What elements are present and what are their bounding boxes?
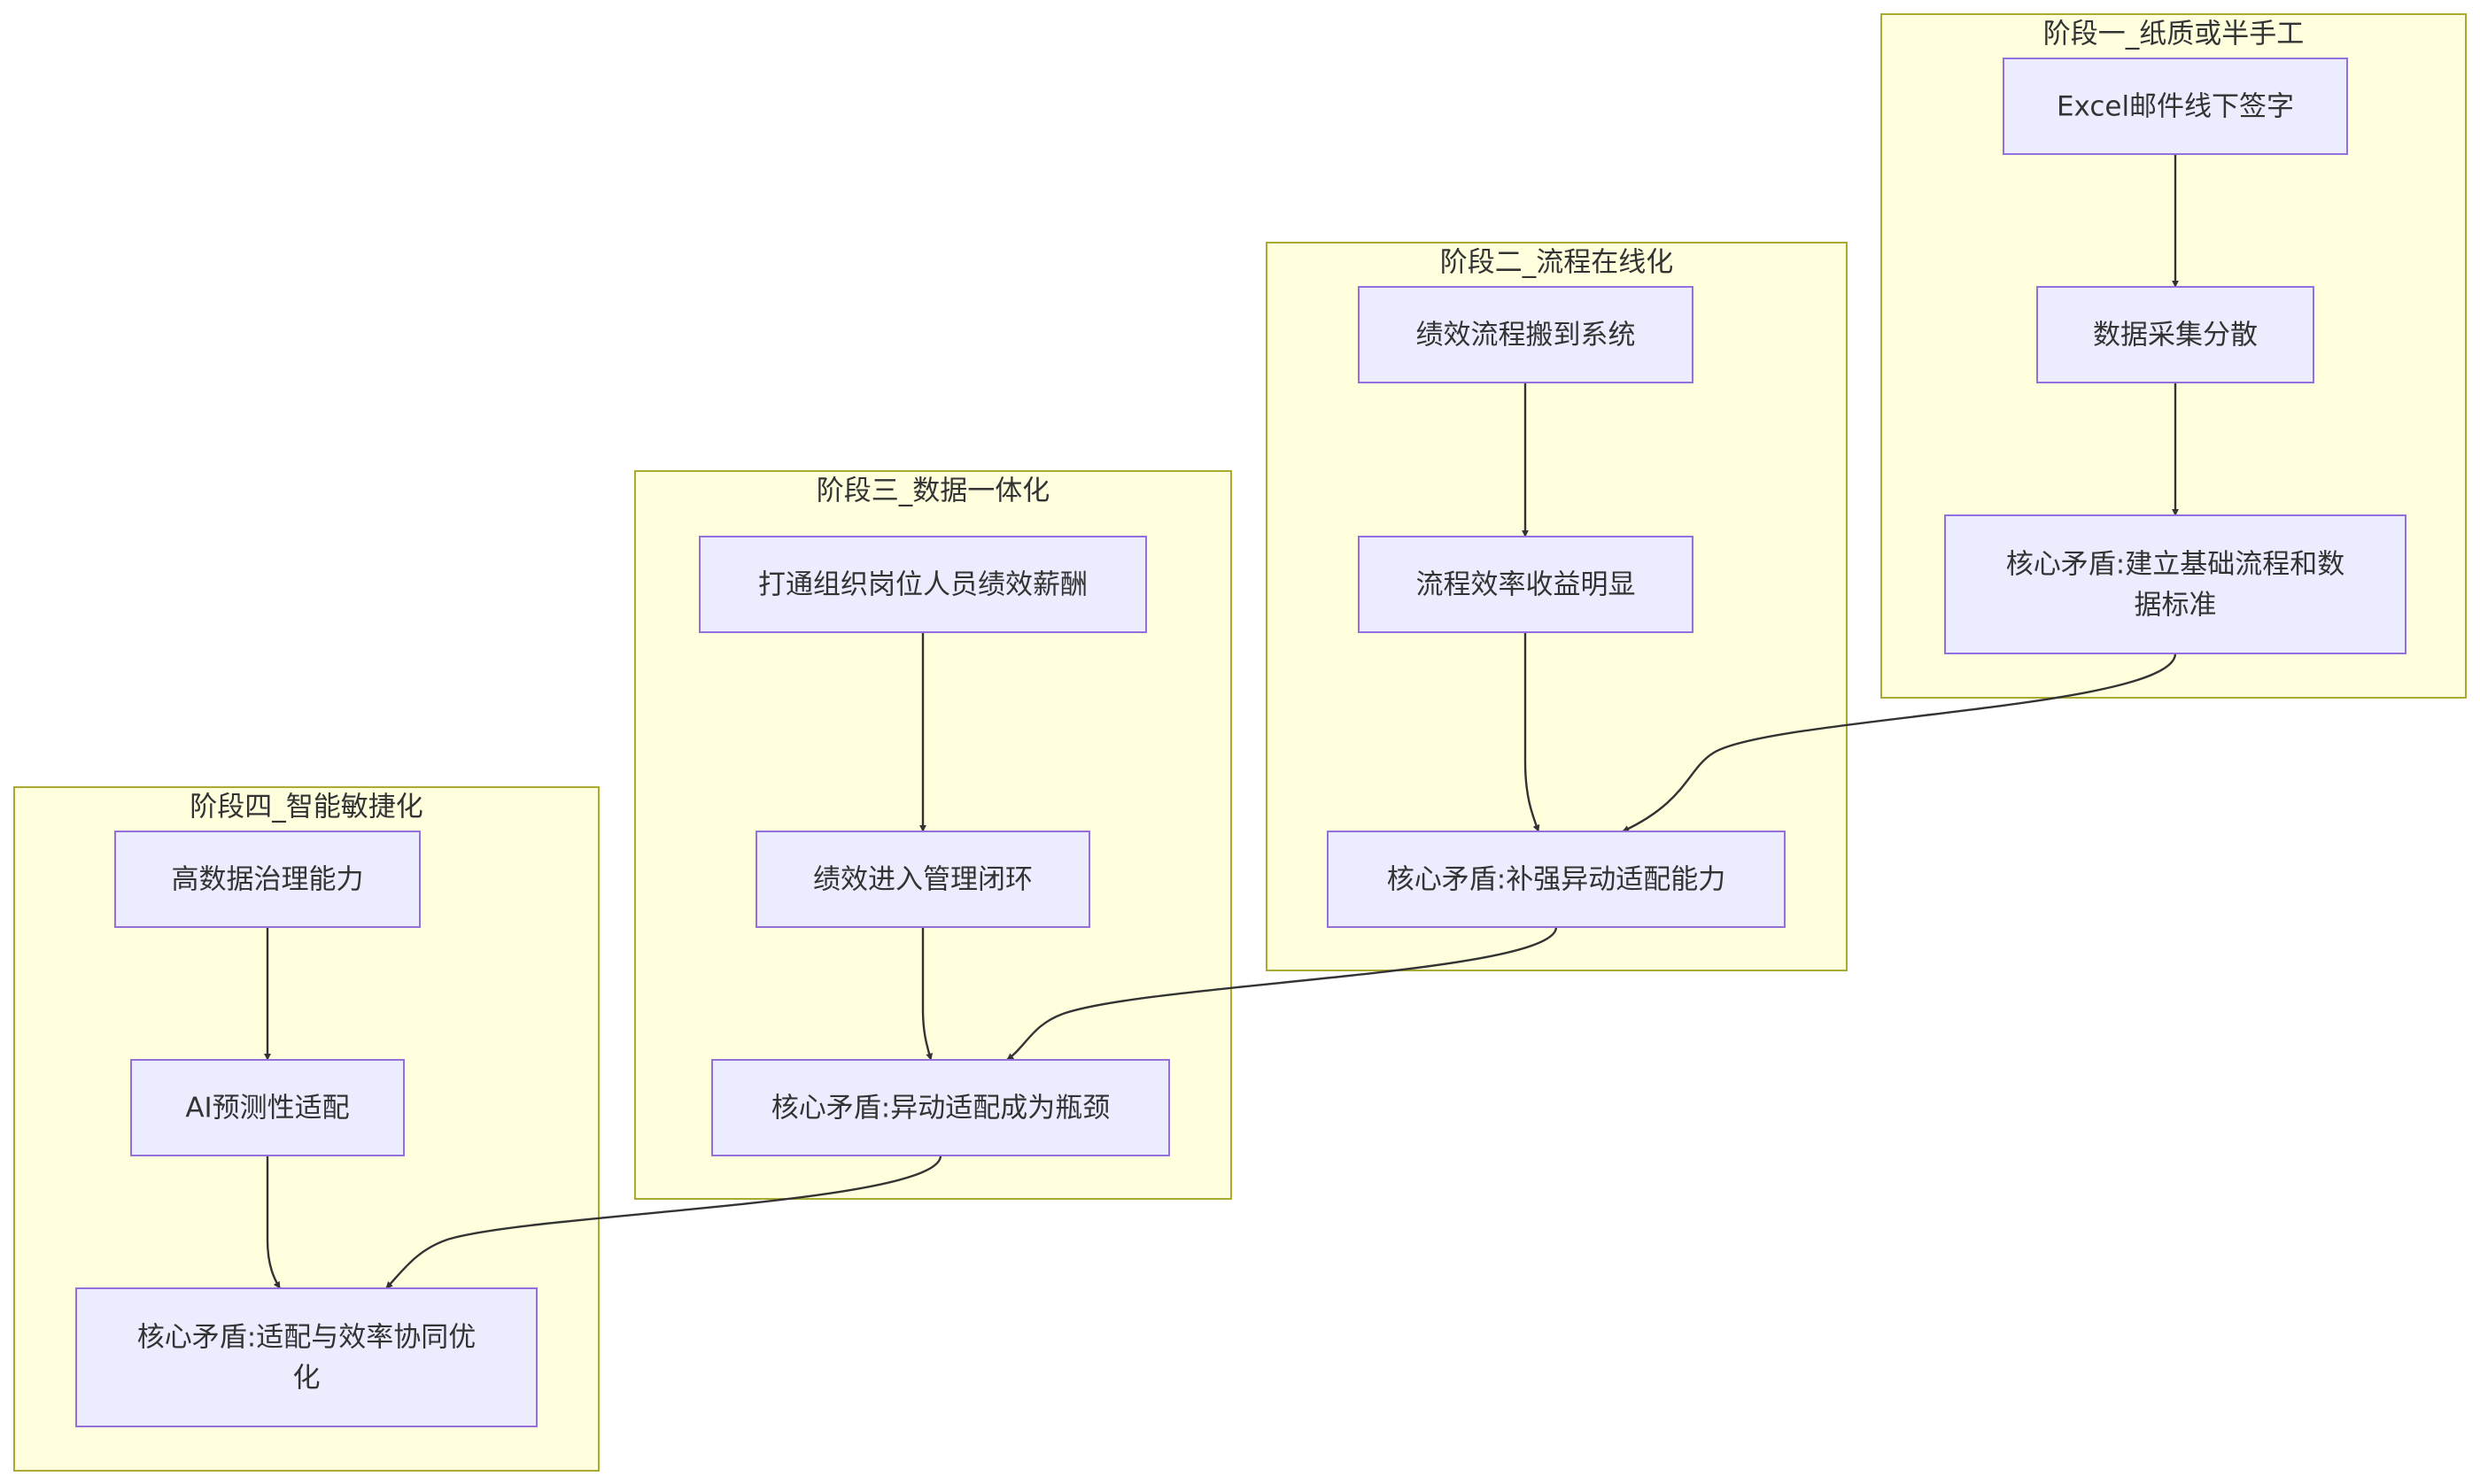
edge-n8-n9 <box>921 927 934 1061</box>
node-box <box>756 831 1090 928</box>
cluster-title: 阶段三_数据一体化 <box>817 475 1050 507</box>
cluster-title: 阶段四_智能敏捷化 <box>190 792 423 823</box>
node-label: 据标准 <box>2135 590 2217 622</box>
edge-n6-n9 <box>1006 926 1558 1061</box>
node-label: 流程效率收益明显 <box>1416 569 1636 601</box>
node-box <box>1944 514 2406 654</box>
node-box <box>1327 831 1786 928</box>
node-n4: 绩效流程搬到系统 <box>1358 286 1693 383</box>
edge-n5-n6 <box>1523 632 1540 832</box>
node-box <box>1358 286 1693 383</box>
node-box <box>75 1287 538 1427</box>
node-n7: 打通组织岗位人员绩效薪酬 <box>699 536 1147 633</box>
node-box <box>2003 58 2348 155</box>
node-n10: 高数据治理能力 <box>114 831 421 928</box>
node-box <box>2036 286 2314 383</box>
node-label: Excel邮件线下签字 <box>2057 91 2294 123</box>
edge-n11-n12 <box>266 1156 282 1289</box>
cluster-title: 阶段二_流程在线化 <box>1440 247 1674 279</box>
node-n6: 核心矛盾:补强异动适配能力 <box>1327 831 1786 928</box>
node-label: 核心矛盾:适配与效率协同优 <box>137 1322 476 1354</box>
node-n1: Excel邮件线下签字 <box>2003 58 2348 155</box>
node-label: 数据采集分散 <box>2093 320 2258 352</box>
cluster-title: 阶段一_纸质或半手工 <box>2043 19 2305 50</box>
node-n2: 数据采集分散 <box>2036 286 2314 383</box>
node-n8: 绩效进入管理闭环 <box>756 831 1090 928</box>
edge-layer <box>264 154 2179 1289</box>
node-label: AI预测性适配 <box>185 1093 349 1125</box>
node-n11: AI预测性适配 <box>130 1059 405 1156</box>
node-label: 打通组织岗位人员绩效薪酬 <box>758 569 1088 601</box>
node-label: 高数据治理能力 <box>172 864 364 896</box>
node-label: 核心矛盾:异动适配成为瓶颈 <box>771 1093 1110 1125</box>
node-n5: 流程效率收益明显 <box>1358 536 1693 633</box>
edge-n3-n6 <box>1622 653 2177 833</box>
node-label: 核心矛盾:补强异动适配能力 <box>1387 864 1725 896</box>
node-label: 绩效进入管理闭环 <box>813 864 1033 896</box>
node-label: 核心矛盾:建立基础流程和数 <box>2006 549 2344 581</box>
node-box <box>711 1059 1170 1156</box>
node-label: 化 <box>293 1363 321 1395</box>
node-n9: 核心矛盾:异动适配成为瓶颈 <box>711 1059 1170 1156</box>
edge-n9-n12 <box>385 1155 942 1289</box>
node-box <box>699 536 1147 633</box>
node-label: 绩效流程搬到系统 <box>1416 320 1636 352</box>
node-box <box>1358 536 1693 633</box>
node-box <box>130 1059 405 1156</box>
node-box <box>114 831 421 928</box>
